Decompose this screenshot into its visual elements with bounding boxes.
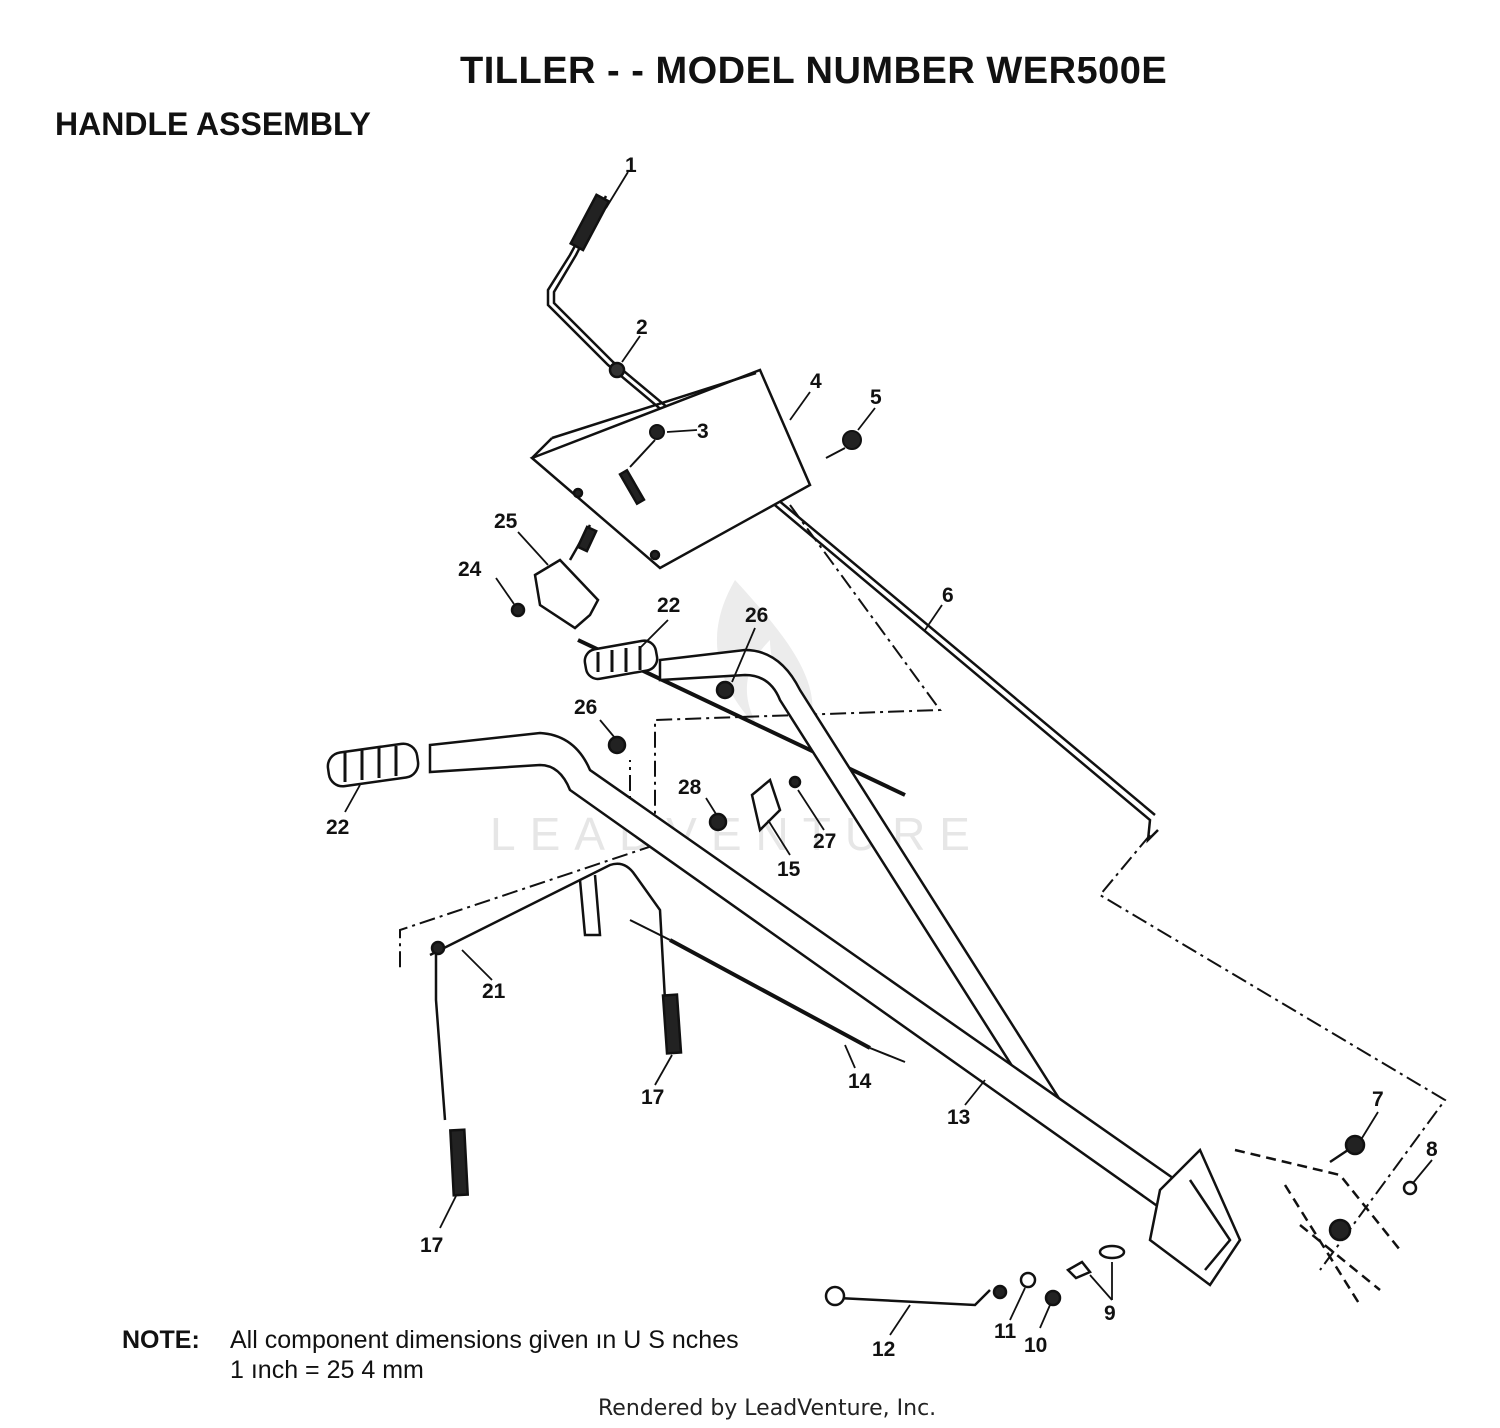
clutch-cable: [629, 919, 906, 1063]
callout-4: 4: [810, 370, 822, 393]
page-title: TILLER - - MODEL NUMBER WER500E: [460, 50, 1168, 92]
callout-26-upper: 26: [745, 604, 768, 627]
callout-24: 24: [458, 558, 482, 581]
callout-15: 15: [777, 858, 801, 881]
adjust-rod: [824, 1244, 1126, 1307]
leader-lines: [344, 171, 1433, 1336]
console-panel: [529, 368, 812, 570]
callout-26-lower: 26: [574, 696, 597, 719]
callout-12: 12: [872, 1338, 895, 1361]
callout-21: 21: [482, 980, 506, 1003]
clutch-bail: [429, 862, 683, 1197]
note-line-2: 1 ınch = 25 4 mm: [230, 1356, 424, 1384]
callout-8: 8: [1426, 1138, 1438, 1161]
callout-1: 1: [625, 154, 637, 177]
bail-grip-left: [449, 1128, 470, 1197]
callout-9: 9: [1104, 1302, 1116, 1325]
callout-13: 13: [947, 1106, 970, 1129]
rod-nut: [608, 361, 626, 379]
callout-22-upper: 22: [657, 594, 680, 617]
flame-logo-icon: [716, 580, 813, 740]
callout-6: 6: [942, 584, 954, 607]
callout-labels: 1 2 3 4 5 6 7 8 9 10 11 12 13 14 15 17 1…: [326, 154, 1438, 1361]
callout-14: 14: [848, 1070, 872, 1093]
rod-spring-grip: [568, 193, 611, 252]
callout-27: 27: [813, 830, 836, 853]
callout-7: 7: [1372, 1088, 1384, 1111]
lower-grip: [326, 742, 420, 788]
watermark-text: LEADVENTURE: [490, 808, 984, 860]
throttle-control: [510, 524, 600, 630]
note-label: NOTE:: [122, 1326, 200, 1354]
callout-3: 3: [697, 420, 709, 443]
bail-grip-right: [661, 993, 683, 1055]
callout-25: 25: [494, 510, 518, 533]
section-title: HANDLE ASSEMBLY: [55, 106, 371, 142]
callout-11: 11: [994, 1320, 1017, 1343]
footer-credit: Rendered by LeadVenture, Inc.: [598, 1396, 937, 1421]
upper-handle-bar: [583, 639, 1062, 1112]
callout-28: 28: [678, 776, 702, 799]
screws: [629, 424, 862, 468]
callout-5: 5: [870, 386, 882, 409]
callout-17-right: 17: [641, 1086, 664, 1109]
callout-10: 10: [1024, 1334, 1047, 1357]
callout-22-lower: 22: [326, 816, 349, 839]
bracket: [708, 775, 802, 833]
handle-base-housing: [1148, 1134, 1418, 1306]
note-line-1: All component dimensions given ın U S nc…: [230, 1326, 739, 1354]
callout-2: 2: [636, 316, 648, 339]
callout-17-left: 17: [420, 1234, 443, 1257]
